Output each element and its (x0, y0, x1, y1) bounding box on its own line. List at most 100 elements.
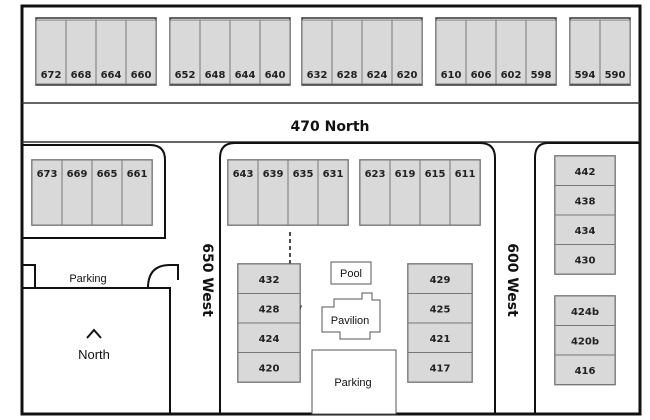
unit-shape (61, 159, 93, 226)
unit: 664 (95, 19, 127, 85)
unit: 669 (61, 159, 93, 226)
unit-shape (554, 354, 616, 385)
unit-shape (407, 352, 473, 383)
unit-shape (554, 244, 616, 275)
north-arrow-icon (86, 328, 102, 339)
unit-number: 668 (71, 70, 92, 81)
unit-number: 428 (259, 304, 280, 315)
unit-number: 648 (205, 70, 226, 81)
unit-number: 661 (127, 169, 148, 180)
unit: 420b (554, 325, 616, 356)
unit-number: 432 (259, 275, 280, 286)
unit-number: 420b (571, 336, 599, 347)
unit-shape (525, 19, 557, 85)
unit-number: 635 (293, 169, 314, 180)
unit-number: 624 (367, 70, 388, 81)
unit-number: 664 (101, 70, 122, 81)
unit-number: 590 (605, 70, 626, 81)
unit-number: 615 (425, 169, 446, 180)
unit-shape (407, 322, 473, 353)
unit-shape (199, 19, 231, 85)
unit: 661 (121, 159, 153, 226)
unit-number: 610 (441, 70, 462, 81)
unit: 430 (554, 244, 616, 275)
unit: 643 (227, 159, 259, 226)
unit-shape (237, 263, 301, 294)
unit: 424b (554, 295, 616, 326)
unit-shape (287, 159, 319, 226)
unit-number: 424b (571, 307, 599, 318)
unit-number: 619 (395, 169, 416, 180)
unit-shape (95, 19, 127, 85)
unit-shape (227, 159, 259, 226)
north-compass-label: North (78, 347, 110, 362)
unit-number: 652 (175, 70, 196, 81)
unit-shape (91, 159, 123, 226)
unit-shape (435, 19, 467, 85)
unit-shape (301, 19, 333, 85)
unit-number: 606 (471, 70, 492, 81)
unit-number: 628 (337, 70, 358, 81)
unit: 673 (31, 159, 63, 226)
unit: 610 (435, 19, 467, 85)
street-label-650-west: 650 West (199, 243, 215, 317)
unit: 434 (554, 214, 616, 245)
unit-number: 430 (575, 255, 596, 266)
unit-number: 643 (233, 169, 254, 180)
unit-number: 669 (67, 169, 88, 180)
unit: 665 (91, 159, 123, 226)
unit: 620 (391, 19, 423, 85)
unit-shape (389, 159, 421, 226)
left-lower-wall (22, 287, 171, 414)
unit-shape (554, 295, 616, 326)
unit-number: 673 (37, 169, 58, 180)
unit: 640 (259, 19, 291, 85)
unit-shape (169, 19, 201, 85)
unit-shape (259, 19, 291, 85)
unit: 421 (407, 322, 473, 353)
unit-shape (31, 159, 63, 226)
unit-shape (407, 293, 473, 324)
unit-shape (237, 352, 301, 383)
pavilion-label: Pavilion (331, 315, 370, 327)
pool (330, 261, 372, 285)
unit: 644 (229, 19, 261, 85)
unit: 598 (525, 19, 557, 85)
unit: 438 (554, 185, 616, 216)
unit-number: 602 (501, 70, 522, 81)
unit-shape (554, 185, 616, 216)
unit: 425 (407, 293, 473, 324)
unit-shape (237, 293, 301, 324)
unit-number: 598 (531, 70, 552, 81)
right-island (534, 142, 640, 414)
unit-number: 672 (41, 70, 62, 81)
unit-shape (391, 19, 423, 85)
unit-number: 425 (430, 304, 451, 315)
unit: 429 (407, 263, 473, 294)
unit-number: 639 (263, 169, 284, 180)
unit: 668 (65, 19, 97, 85)
unit: 420 (237, 352, 301, 383)
unit-shape (229, 19, 261, 85)
unit: 590 (599, 19, 631, 85)
unit: 611 (449, 159, 481, 226)
unit: 417 (407, 352, 473, 383)
unit-shape (599, 19, 631, 85)
unit-number: 420 (259, 363, 280, 374)
unit-number: 665 (97, 169, 118, 180)
unit-shape (121, 159, 153, 226)
left-island (22, 144, 166, 239)
unit: 623 (359, 159, 391, 226)
unit: 635 (287, 159, 319, 226)
unit: 660 (125, 19, 157, 85)
unit-number: 623 (365, 169, 386, 180)
unit-number: 632 (307, 70, 328, 81)
unit: 628 (331, 19, 363, 85)
unit-number: 620 (397, 70, 418, 81)
unit-shape (569, 19, 601, 85)
unit: 631 (317, 159, 349, 226)
unit-number: 429 (430, 275, 451, 286)
unit-shape (65, 19, 97, 85)
unit: 639 (257, 159, 289, 226)
